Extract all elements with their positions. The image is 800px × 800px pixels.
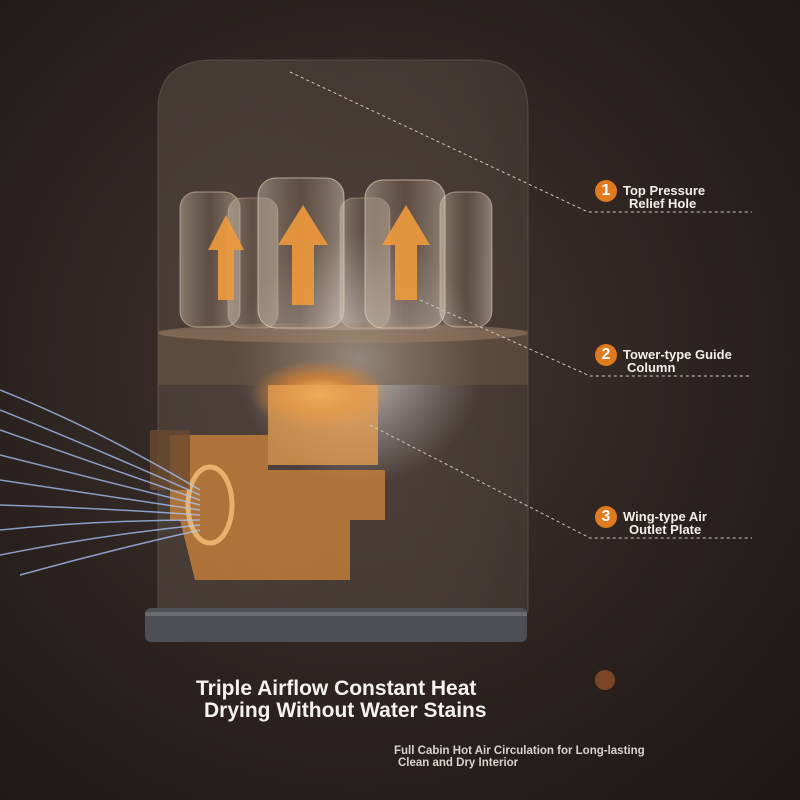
callout-label: Wing-type Air [623, 509, 707, 524]
headline-line: Drying Without Water Stains [204, 699, 487, 722]
subheadline: Full Cabin Hot Air Circulation for Long-… [394, 745, 645, 769]
headline-line: Triple Airflow Constant Heat [196, 677, 477, 700]
bokeh-light [595, 670, 615, 690]
headline: Triple Airflow Constant Heat Drying With… [196, 678, 487, 722]
airflow-lines [0, 389, 201, 576]
dryer-device [0, 59, 529, 642]
base-ring [145, 608, 527, 642]
callout-label: Outlet Plate [629, 522, 702, 537]
callout-label: Top Pressure [623, 183, 706, 198]
airflow-up-arrows [208, 205, 430, 305]
callout-label: Column [627, 360, 676, 375]
callout-label: Relief Hole [629, 196, 697, 211]
callout-number-badge: 3 [595, 506, 617, 528]
callout-label: Tower-type Guide [623, 347, 732, 362]
callout-number-badge: 1 [595, 180, 617, 202]
subheadline-line: Clean and Dry Interior [398, 757, 519, 769]
callout-number-badge: 2 [595, 344, 617, 366]
subheadline-line: Full Cabin Hot Air Circulation for Long-… [394, 745, 645, 757]
leader-lines [289, 71, 752, 539]
